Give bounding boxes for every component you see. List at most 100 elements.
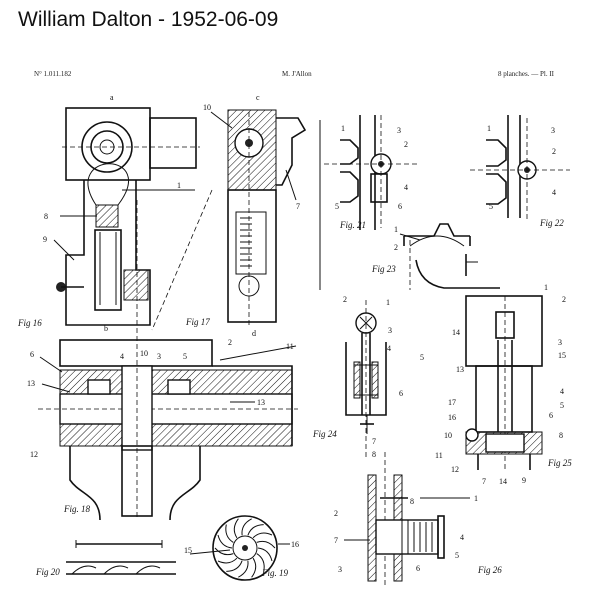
fig19-vane <box>238 561 248 578</box>
fig22-caption: Fig 22 <box>539 218 564 228</box>
fig24-label-2: 2 <box>343 295 347 304</box>
fig26-label-6: 6 <box>416 564 420 573</box>
fig26-cylinder <box>376 520 438 554</box>
fig23-caption: Fig 23 <box>371 264 396 274</box>
fig21-caption: Fig. 21 <box>339 220 366 230</box>
fig18-label-5: 5 <box>183 352 187 361</box>
fig26-label-7: 7 <box>334 536 338 545</box>
fig18-label-13-right: 13 <box>257 398 265 407</box>
fig26-label-1: 1 <box>474 494 478 503</box>
fig25-label-5: 5 <box>560 401 564 410</box>
fig26-label-2: 2 <box>334 509 338 518</box>
fig26-caption: Fig 26 <box>477 565 502 575</box>
fig19-vane <box>226 525 233 543</box>
fig18-lower-section <box>60 424 292 446</box>
fig22-label-3: 3 <box>551 126 555 135</box>
fig19-label-16: 16 <box>291 540 299 549</box>
fig18-label-3: 3 <box>157 352 161 361</box>
fig16-label-9: 9 <box>43 235 47 244</box>
fig24-label-5: 5 <box>420 353 424 362</box>
fig-22: 1 3 2 4 5 Fig 22 <box>470 115 570 228</box>
fig22-label-4: 4 <box>552 188 556 197</box>
fig18-label-4: 4 <box>120 352 124 361</box>
fig26-label-12: 12 <box>451 465 459 474</box>
fig26-label-11: 11 <box>435 451 443 460</box>
fig25-label-6: 6 <box>549 411 553 420</box>
fig25-label-17: 17 <box>448 398 456 407</box>
fig22-label-1: 1 <box>487 124 491 133</box>
fig-18: 6 4 10 3 5 2 11 13 13 12 Fig. 18 <box>27 200 298 520</box>
reference-lines <box>152 120 410 330</box>
fig25-body <box>476 366 532 432</box>
fig18-label-6: 6 <box>30 350 34 359</box>
fig16-view-label: a <box>110 93 114 102</box>
fig17-label-7: 7 <box>296 202 300 211</box>
fig25-head <box>466 296 542 366</box>
fig-24: 2 1 3 4 5 6 7 8 Fig 24 <box>312 295 424 460</box>
fig25-label-15: 15 <box>558 351 566 360</box>
fig-26: 11 12 2 7 8 1 4 5 6 3 Fig 26 <box>334 451 502 588</box>
fig16-head-block <box>66 108 150 180</box>
fig24-caption: Fig 24 <box>312 429 337 439</box>
fig17-label-10: 10 <box>203 103 211 112</box>
fig25-label-1: 1 <box>544 283 548 292</box>
fig19-vane <box>252 558 256 577</box>
fig19-vane <box>234 519 238 538</box>
fig25-label-2: 2 <box>562 295 566 304</box>
fig25-label-14-lower: 14 <box>499 477 507 486</box>
fig24-label-3: 3 <box>388 326 392 335</box>
fig19-vane <box>218 558 237 563</box>
fig18-label-13-left: 13 <box>27 379 35 388</box>
fig24-label-6: 6 <box>399 389 403 398</box>
fig26-label-8: 8 <box>410 497 414 506</box>
fig18-label-2: 2 <box>228 338 232 347</box>
fig25-label-4: 4 <box>560 387 564 396</box>
fig20-caption: Fig 20 <box>35 567 60 577</box>
fig18-caption: Fig. 18 <box>63 504 90 514</box>
fig25-label-8: 8 <box>559 431 563 440</box>
fig18-label-11: 11 <box>286 342 294 351</box>
fig17-view-label: c <box>256 93 260 102</box>
fig16-caption: Fig 16 <box>17 318 42 328</box>
fig24-label-8: 8 <box>372 450 376 459</box>
fig24-label-7: 7 <box>372 437 376 446</box>
fig25-label-10: 10 <box>444 431 452 440</box>
fig24-label-1: 1 <box>386 298 390 307</box>
fig25-label-16: 16 <box>448 413 456 422</box>
fig25-caption: Fig 25 <box>547 458 572 468</box>
fig17-caption: Fig 17 <box>185 317 210 327</box>
fig-25: 1 2 14 3 15 13 4 5 17 16 6 10 8 7 14 9 F… <box>444 283 572 486</box>
fig17-section-label: d <box>252 329 256 338</box>
fig26-label-5: 5 <box>455 551 459 560</box>
fig19-vane <box>253 533 272 538</box>
fig19-caption: Fig. 19 <box>261 568 288 578</box>
fig-20: Fig 20 <box>35 540 176 577</box>
fig21-label-3: 3 <box>397 126 401 135</box>
fig18-label-10: 10 <box>140 349 148 358</box>
fig-17: c 10 7 d Fig 17 <box>185 93 305 338</box>
fig21-label-1: 1 <box>341 124 345 133</box>
fig25-label-13: 13 <box>456 365 464 374</box>
fig-23: 1 2 Fig 23 <box>371 224 500 288</box>
fig25-label-9: 9 <box>522 476 526 485</box>
fig16-label-8: 8 <box>44 212 48 221</box>
fig17-lower-body <box>228 190 276 322</box>
fig19-vane <box>242 519 252 536</box>
fig18-label-12: 12 <box>30 450 38 459</box>
fig26-label-4: 4 <box>460 533 464 542</box>
fig25-label-7: 7 <box>482 477 486 486</box>
fig19-vane <box>218 535 232 548</box>
fig26-label-3: 3 <box>338 565 342 574</box>
fig-16: a 1 8 9 b Fig 16 <box>17 93 200 333</box>
fig21-label-2: 2 <box>404 140 408 149</box>
fig23-label-1: 1 <box>394 225 398 234</box>
fig-21: 1 3 2 4 5 6 Fig. 21 <box>324 115 420 230</box>
fig24-label-4: 4 <box>387 344 391 353</box>
fig25-label-14: 14 <box>452 328 460 337</box>
fig16-side-arm <box>150 118 196 168</box>
fig19-vane <box>258 548 272 561</box>
fig16-label-1: 1 <box>177 181 181 190</box>
fig25-label-3: 3 <box>558 338 562 347</box>
